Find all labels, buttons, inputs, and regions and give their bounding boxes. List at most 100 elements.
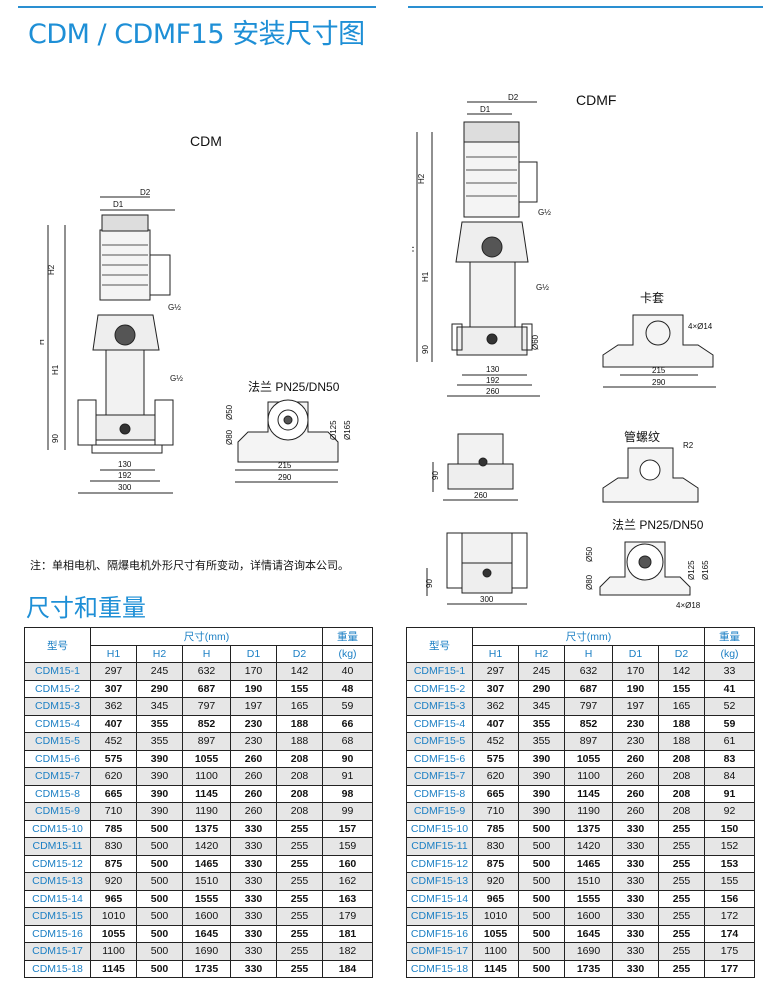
value-cell: 390 (518, 749, 565, 768)
value-cell: 575 (90, 749, 137, 768)
model-cell: CDMF15-4 (406, 714, 473, 733)
cdmf-phi165: Ø165 (701, 560, 710, 580)
cdm-header-model: 型号 (24, 627, 91, 663)
cdm-header-h1: H1 (90, 644, 137, 663)
model-cell: CDMF15-9 (406, 802, 473, 821)
cdm-header-d2: D2 (275, 644, 324, 663)
value-cell: 1145 (90, 959, 137, 978)
clamp-view-drawing: 4×Ø14 215 290 (602, 314, 716, 388)
model-cell: CDM15-6 (24, 749, 91, 768)
model-cell: CDM15-5 (24, 732, 91, 751)
value-cell: 330 (230, 959, 277, 978)
section-title: 尺寸和重量 (26, 594, 146, 622)
value-cell: 500 (518, 907, 565, 926)
cdm-header-size: 尺寸(mm) (89, 627, 324, 646)
value-cell: 1145 (564, 784, 613, 803)
thread-dim-90: 90 (431, 471, 440, 480)
value-cell: 260 (230, 749, 277, 768)
value-cell: 307 (472, 679, 519, 698)
value-cell: 208 (275, 767, 324, 786)
value-cell: 255 (657, 924, 706, 943)
value-cell: 230 (612, 732, 659, 751)
model-cell: CDMF15-15 (406, 907, 473, 926)
model-cell: CDMF15-12 (406, 854, 473, 873)
cdm-dim-215: 215 (278, 461, 292, 470)
value-cell: 40 (322, 662, 374, 681)
top-rule-left (18, 6, 376, 8)
value-cell: 500 (136, 907, 183, 926)
value-cell: 710 (90, 802, 137, 821)
value-cell: 208 (657, 784, 706, 803)
value-cell: 1100 (472, 942, 519, 961)
value-cell: 965 (90, 889, 137, 908)
value-cell: 230 (612, 714, 659, 733)
model-cell: CDM15-15 (24, 907, 91, 926)
value-cell: 174 (704, 924, 756, 943)
value-cell: 1600 (182, 907, 231, 926)
value-cell: 500 (136, 889, 183, 908)
value-cell: 1100 (564, 767, 613, 786)
value-cell: 390 (136, 784, 183, 803)
cdmf-dim-g: G½ (538, 208, 551, 217)
value-cell: 255 (657, 889, 706, 908)
value-cell: 230 (230, 714, 277, 733)
value-cell: 33 (704, 662, 756, 681)
value-cell: 1555 (564, 889, 613, 908)
value-cell: 208 (275, 784, 324, 803)
cdm-flange-view-drawing: Ø50 Ø80 Ø125 Ø165 215 290 (225, 399, 352, 483)
value-cell: 160 (322, 854, 374, 873)
value-cell: 362 (472, 697, 519, 716)
value-cell: 159 (322, 837, 374, 856)
value-cell: 61 (704, 732, 756, 751)
value-cell: 177 (704, 959, 756, 978)
cdmf-header-h: H (564, 644, 613, 663)
model-cell: CDMF15-17 (406, 942, 473, 961)
value-cell: 620 (472, 767, 519, 786)
value-cell: 687 (182, 679, 231, 698)
value-cell: 390 (518, 802, 565, 821)
value-cell: 355 (136, 714, 183, 733)
value-cell: 260 (612, 802, 659, 821)
cdm-dim-h: H (40, 339, 46, 345)
value-cell: 1010 (90, 907, 137, 926)
value-cell: 142 (275, 662, 324, 681)
value-cell: 255 (275, 872, 324, 891)
value-cell: 687 (564, 679, 613, 698)
cdmf-holes18: 4×Ø18 (676, 601, 701, 610)
value-cell: 797 (182, 697, 231, 716)
cdmf-flange-dim-90: 90 (425, 579, 434, 588)
value-cell: 852 (182, 714, 231, 733)
value-cell: 330 (612, 924, 659, 943)
value-cell: 632 (564, 662, 613, 681)
thread-side-drawing: R2 (602, 441, 699, 503)
thread-label: 管螺纹 (624, 430, 661, 444)
model-cell: CDMF15-5 (406, 732, 473, 751)
value-cell: 500 (518, 924, 565, 943)
top-rule-right (408, 6, 763, 8)
value-cell: 1375 (182, 819, 231, 838)
value-cell: 260 (230, 802, 277, 821)
value-cell: 255 (275, 959, 324, 978)
model-cell: CDM15-17 (24, 942, 91, 961)
value-cell: 1375 (564, 819, 613, 838)
value-cell: 156 (704, 889, 756, 908)
model-cell: CDM15-3 (24, 697, 91, 716)
value-cell: 255 (275, 907, 324, 926)
cdm-header-weight: 重量 (322, 627, 374, 646)
cdmf-dim-h: H (412, 246, 416, 252)
value-cell: 1690 (182, 942, 231, 961)
model-cell: CDMF15-10 (406, 819, 473, 838)
value-cell: 1645 (182, 924, 231, 943)
value-cell: 255 (657, 819, 706, 838)
cdm-dim-300: 300 (118, 483, 132, 492)
value-cell: 255 (275, 924, 324, 943)
value-cell: 163 (322, 889, 374, 908)
cdm-phi165: Ø165 (343, 420, 352, 440)
